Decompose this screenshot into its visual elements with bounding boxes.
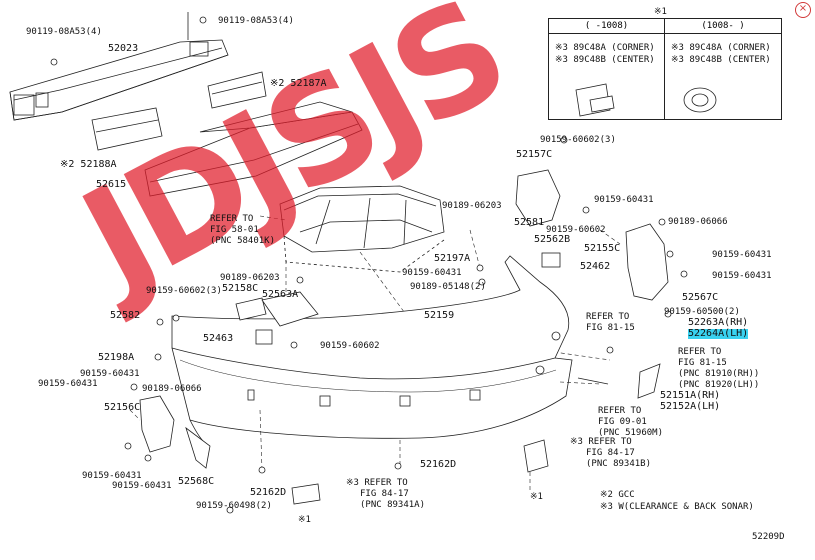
part-label[interactable]: 52157C (516, 149, 553, 160)
refer-label[interactable]: FIG 81-15 (678, 358, 727, 368)
inset-col1-header: ( -1008) (549, 19, 664, 34)
part-label[interactable]: 52582 (110, 310, 141, 321)
refer-label[interactable]: (PNC 51960M) (598, 428, 664, 438)
spare-tire-tub (279, 185, 445, 273)
close-icon[interactable]: × (795, 2, 811, 18)
part-label[interactable]: 90159-60431 (594, 195, 654, 205)
part-label[interactable]: 52159 (424, 310, 455, 321)
refer-label[interactable]: REFER TO (210, 214, 254, 224)
part-label[interactable]: 52581 (514, 217, 545, 228)
part-label[interactable]: 90189-06066 (668, 217, 728, 227)
part-label[interactable]: 52156C (104, 402, 141, 413)
footnote: ※3 W(CLEARANCE & BACK SONAR) (600, 502, 754, 512)
refer-label[interactable]: ※3 REFER TO (346, 478, 408, 488)
footnote: ※2 GCC (600, 490, 635, 500)
refer-label[interactable]: REFER TO (586, 312, 630, 322)
inset-col2-line: ※3 89C48A (CORNER) (671, 43, 771, 53)
refer-label[interactable]: ※3 REFER TO (570, 437, 632, 447)
part-label[interactable]: 90159-60431 (712, 250, 772, 260)
inset-sensors (575, 83, 717, 117)
part-label[interactable]: 52463 (203, 333, 234, 344)
refer-label[interactable]: FIG 09-01 (598, 417, 647, 427)
inset-col1-line: ※3 89C48A (CORNER) (555, 43, 655, 53)
part-label[interactable]: 52567C (682, 292, 719, 303)
part-label[interactable]: 52197A (434, 253, 471, 264)
part-label[interactable]: 52023 (108, 43, 139, 54)
part-label[interactable]: 52562B (534, 234, 571, 245)
part-label[interactable]: 90159-60602 (546, 225, 606, 235)
fasteners (50, 16, 688, 514)
part-label[interactable]: 90159-60602 (320, 341, 380, 351)
part-label[interactable]: 90159-60500(2) (664, 307, 740, 317)
reinforcement-beam (9, 12, 229, 121)
part-label-highlighted[interactable]: 52264A(LH) (688, 328, 749, 339)
inset-note-mark: ※1 (654, 7, 667, 17)
part-label[interactable]: 52263A(RH) (688, 317, 749, 328)
part-label[interactable]: 52152A(LH) (660, 401, 721, 412)
part-label[interactable]: 90159-60498(2) (196, 501, 272, 511)
part-label[interactable]: 90189-06203 (220, 273, 280, 283)
part-label[interactable]: 52462 (580, 261, 611, 272)
note-mark: ※1 (530, 492, 543, 502)
refer-label[interactable]: (PNC 58401K) (210, 236, 276, 246)
refer-label[interactable]: FIG 81-15 (586, 323, 635, 333)
part-label[interactable]: 52162D (420, 459, 457, 470)
part-label[interactable]: 52615 (96, 179, 127, 190)
part-label[interactable]: ※2 52187A (270, 78, 327, 89)
part-label[interactable]: 90159-60431 (38, 379, 98, 389)
refer-label[interactable]: (PNC 81920(LH)) (678, 380, 760, 390)
part-label[interactable]: 90159-60431 (112, 481, 172, 491)
sensor-inset-table: ( -1008) (1008- ) ※3 89C48A (CORNER) ※3 … (548, 18, 782, 120)
part-label[interactable]: 90119-08A53(4) (26, 27, 102, 37)
part-label[interactable]: 90189-06066 (142, 384, 202, 394)
energy-absorber (144, 101, 363, 197)
inset-col2-line: ※3 89C48B (CENTER) (671, 55, 771, 65)
part-label[interactable]: 90159-60431 (80, 369, 140, 379)
part-label[interactable]: 52155C (584, 243, 621, 254)
side-retainers (139, 169, 669, 505)
part-label[interactable]: 52198A (98, 352, 135, 363)
part-label[interactable]: 90159-60431 (712, 271, 772, 281)
part-label[interactable]: ※2 52188A (60, 159, 117, 170)
inset-divider (664, 19, 665, 119)
refer-label[interactable]: (PNC 89341A) (360, 500, 426, 510)
part-label[interactable]: 52158C (222, 283, 259, 294)
refer-label[interactable]: FIG 84-17 (586, 448, 635, 458)
part-label[interactable]: 90159-60602(3) (146, 286, 222, 296)
part-label[interactable]: 90159-60431 (82, 471, 142, 481)
part-label[interactable]: 90159-60431 (402, 268, 462, 278)
note-mark: ※1 (298, 515, 311, 525)
part-label[interactable]: 52568C (178, 476, 215, 487)
diagram-code: 52209D (752, 532, 785, 542)
refer-label[interactable]: FIG 58-01 (210, 225, 259, 235)
part-label[interactable]: 52563A (262, 289, 299, 300)
inset-col1-line: ※3 89C48B (CENTER) (555, 55, 655, 65)
refer-label[interactable]: (PNC 89341B) (586, 459, 652, 469)
refer-label[interactable]: (PNC 81910(RH)) (678, 369, 760, 379)
refer-label[interactable]: FIG 84-17 (360, 489, 409, 499)
refer-label[interactable]: REFER TO (678, 347, 722, 357)
part-label[interactable]: 52162D (250, 487, 287, 498)
bracket-pieces (91, 71, 267, 151)
refer-label[interactable]: REFER TO (598, 406, 642, 416)
part-label[interactable]: 90159-60602(3) (540, 135, 616, 145)
part-label[interactable]: 52151A(RH) (660, 390, 721, 401)
part-label[interactable]: 90189-05148(2) (410, 282, 486, 292)
part-label[interactable]: 90119-08A53(4) (218, 16, 294, 26)
part-label[interactable]: 90189-06203 (442, 201, 502, 211)
inset-col2-header: (1008- ) (665, 19, 781, 34)
